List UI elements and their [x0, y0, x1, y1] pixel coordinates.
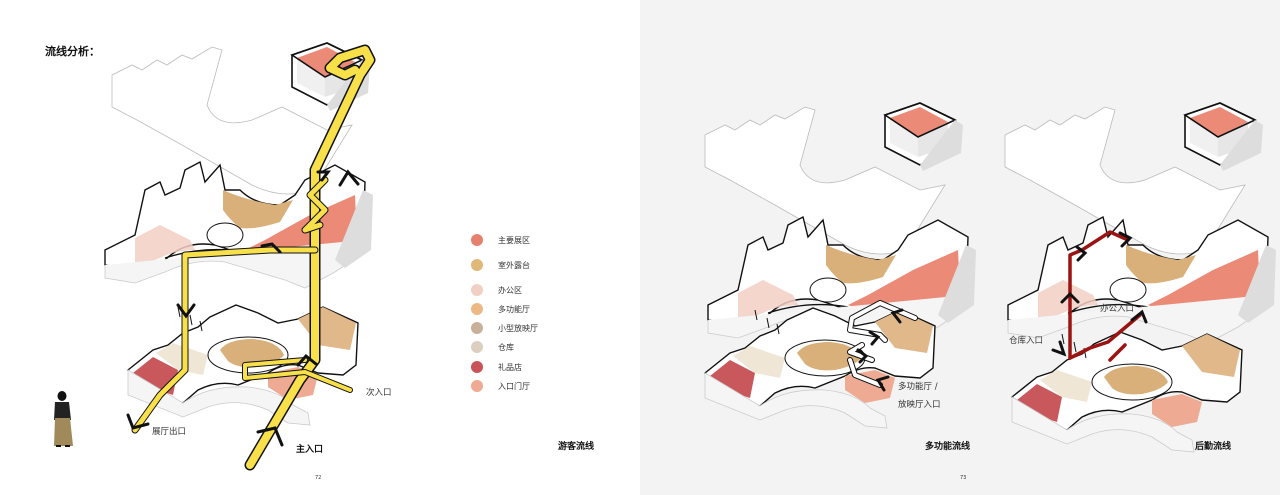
direction-arrows	[126, 169, 360, 447]
legend-swatch	[471, 341, 483, 353]
screening-entrance-label: 放映厅入口	[898, 400, 941, 410]
direction-arrows	[856, 308, 904, 392]
legend-label: 室外露台	[498, 261, 530, 270]
legend-swatch	[471, 322, 483, 334]
page-number-left: 72	[315, 475, 322, 481]
direction-arrows	[1051, 231, 1148, 357]
page-title: 流线分析：	[45, 45, 100, 58]
legend-swatch	[471, 380, 483, 392]
storage-entrance-label: 仓库入口	[1009, 336, 1044, 346]
middle-floor-plan	[104, 161, 374, 289]
legend-label: 礼品店	[498, 363, 522, 372]
ground-floor-plan	[1011, 331, 1243, 453]
legend-label: 主要展区	[498, 236, 530, 245]
multifunction-flow-caption: 多功能流线	[925, 442, 971, 452]
visitor-flow-diagram	[54, 42, 376, 471]
secondary-entrance-label: 次入口	[366, 388, 392, 398]
legend-swatch	[471, 259, 483, 271]
office-entrance-label: 办公入口	[1100, 304, 1135, 314]
multifunction-entrance-label: 多功能厅 /	[898, 382, 938, 392]
legend-label: 仓库	[498, 343, 514, 352]
logistics-flow-caption: 后勤流线	[1195, 442, 1232, 452]
multifunction-flow-diagram	[704, 102, 977, 429]
main-entrance-label: 主入口	[296, 445, 324, 455]
page-number-right: 73	[960, 475, 967, 481]
legend-swatch	[471, 234, 483, 246]
legend-swatch	[471, 303, 483, 315]
legend-label: 入口门厅	[498, 382, 530, 391]
legend-swatch	[471, 284, 483, 296]
logistics-flow-diagram	[1004, 102, 1277, 453]
exhibit-exit-label: 展厅出口	[152, 427, 187, 437]
legend-label: 小型放映厅	[498, 324, 538, 333]
legend-swatch	[471, 361, 483, 373]
visitor-flow-caption: 游客流线	[558, 442, 595, 452]
legend-label: 多功能厅	[498, 305, 530, 314]
legend-label: 办公区	[498, 286, 522, 295]
human-scale-figure	[54, 391, 73, 447]
